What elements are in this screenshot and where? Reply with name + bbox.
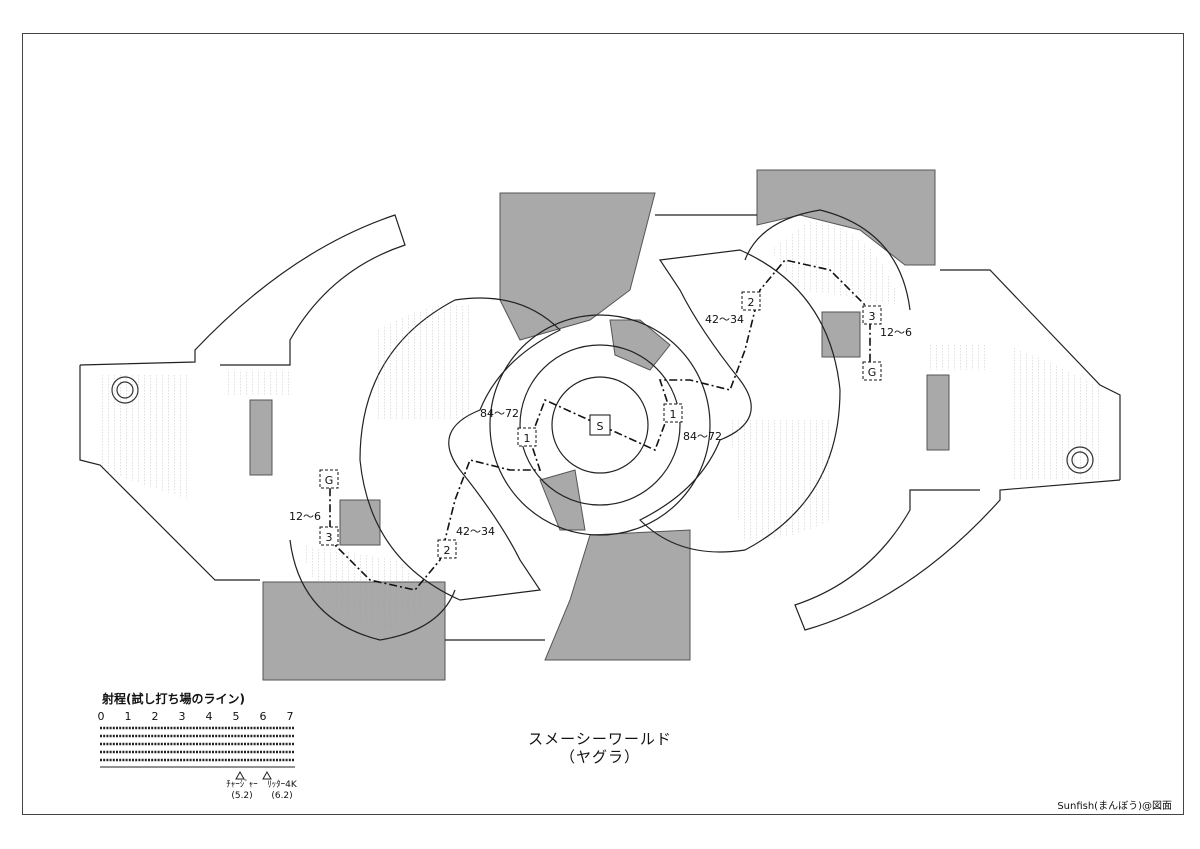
left-counter-42-34: 42～34: [456, 525, 495, 538]
right-checkpoint-2-label: 2: [748, 296, 755, 309]
right-petal: [638, 249, 841, 553]
start-label: S: [597, 420, 604, 433]
right-goal-label: G: [868, 366, 877, 379]
left-counter-84-72: 84～72: [480, 407, 519, 420]
counter-labels: 84～72 42～34 12～6 84～72 42～34 12～6: [289, 313, 912, 538]
right-ramp: [744, 209, 911, 311]
wall-top-center: [499, 192, 656, 341]
map-title: スメーシーワールド （ヤグラ）: [480, 730, 720, 766]
stairs-right-ramp: [770, 220, 900, 305]
sheet-border: [22, 33, 1184, 815]
stairs-left-ramp: [300, 545, 430, 630]
right-checkpoint-3: [862, 305, 882, 325]
right-spawn-pad: [1066, 446, 1094, 474]
left-ramp: [289, 539, 456, 641]
range-ticks: 0 1 2 3 4 5 6 7: [98, 710, 294, 723]
stairs-right-ledge: [930, 345, 985, 370]
range-tick-0: 0: [98, 710, 105, 723]
range-tick-2: 2: [152, 710, 159, 723]
range-lines: [100, 726, 295, 762]
stairs-far-right: [1010, 345, 1100, 480]
legend-title: 射程(試し打ち場のライン): [102, 692, 245, 706]
range-tick-6: 6: [260, 710, 267, 723]
left-checkpoint-2: [437, 539, 457, 559]
spawn-pads: [111, 376, 1094, 474]
left-petal: [359, 297, 562, 601]
stairs-left-upper: [375, 304, 470, 420]
map-title-line2: （ヤグラ）: [559, 748, 640, 766]
charger-marker: [235, 770, 245, 780]
left-checkpoint-1-label: 1: [524, 432, 531, 445]
left-checkpoint-1: [517, 427, 537, 447]
left-spawn-pad: [111, 376, 139, 404]
map-title-line1: スメーシーワールド: [528, 730, 672, 748]
range-tick-7: 7: [287, 710, 294, 723]
stairs-left-ledge: [225, 370, 290, 395]
left-checkpoint-3: [319, 526, 339, 546]
range-tick-1: 1: [125, 710, 132, 723]
center-ring-mid: [519, 344, 681, 506]
right-checkpoint-2: [741, 291, 761, 311]
right-counter-12-6: 12～6: [880, 326, 912, 339]
left-goal: [319, 469, 339, 489]
wall-left-block: [339, 499, 381, 546]
weapon-liter-range: (6.2): [271, 791, 293, 801]
liter-marker: [262, 770, 272, 780]
stairs-right-lower: [730, 420, 830, 541]
range-tick-3: 3: [179, 710, 186, 723]
right-counter-84-72: 84～72: [683, 430, 722, 443]
right-checkpoint-1: [663, 403, 683, 423]
wall-right-pillar: [926, 374, 950, 451]
weapon-charger-range: (5.2): [231, 791, 253, 801]
range-legend: 0 1 2 3 4 5 6 7: [98, 710, 295, 780]
right-checkpoint-1-label: 1: [670, 408, 677, 421]
left-goal-label: G: [325, 474, 334, 487]
wall-center-ne: [609, 319, 671, 371]
left-counter-12-6: 12～6: [289, 510, 321, 523]
wall-center-sw: [539, 469, 586, 531]
credit: Sunfish(まんぼう)@図面: [1057, 801, 1172, 812]
stairs-far-left: [100, 375, 190, 500]
range-tick-5: 5: [233, 710, 240, 723]
center-ring-outer: [489, 314, 711, 536]
range-tick-4: 4: [206, 710, 213, 723]
weapon-liter: ﾘｯﾀｰ4K (6.2): [262, 780, 302, 802]
weapon-charger-name: ﾁｬｰｼﾞｬｰ: [226, 780, 258, 790]
weapon-charger: ﾁｬｰｼﾞｬｰ (5.2): [220, 780, 264, 802]
wall-right-block: [821, 311, 861, 358]
wall-left-pillar: [249, 399, 273, 476]
wall-bottom-center: [544, 529, 691, 661]
left-checkpoint-2-label: 2: [444, 544, 451, 557]
right-counter-42-34: 42～34: [705, 313, 744, 326]
checkpoints: S 1 2 3 G 1 2 3 G: [319, 291, 882, 559]
right-checkpoint-3-label: 3: [869, 310, 876, 323]
weapon-liter-name: ﾘｯﾀｰ4K: [267, 780, 297, 790]
center-ring-inner: [551, 376, 649, 474]
start-box: [589, 414, 611, 436]
left-checkpoint-3-label: 3: [326, 531, 333, 544]
stairs: [100, 220, 1100, 630]
right-goal: [862, 361, 882, 381]
wall-top-right: [756, 169, 936, 266]
